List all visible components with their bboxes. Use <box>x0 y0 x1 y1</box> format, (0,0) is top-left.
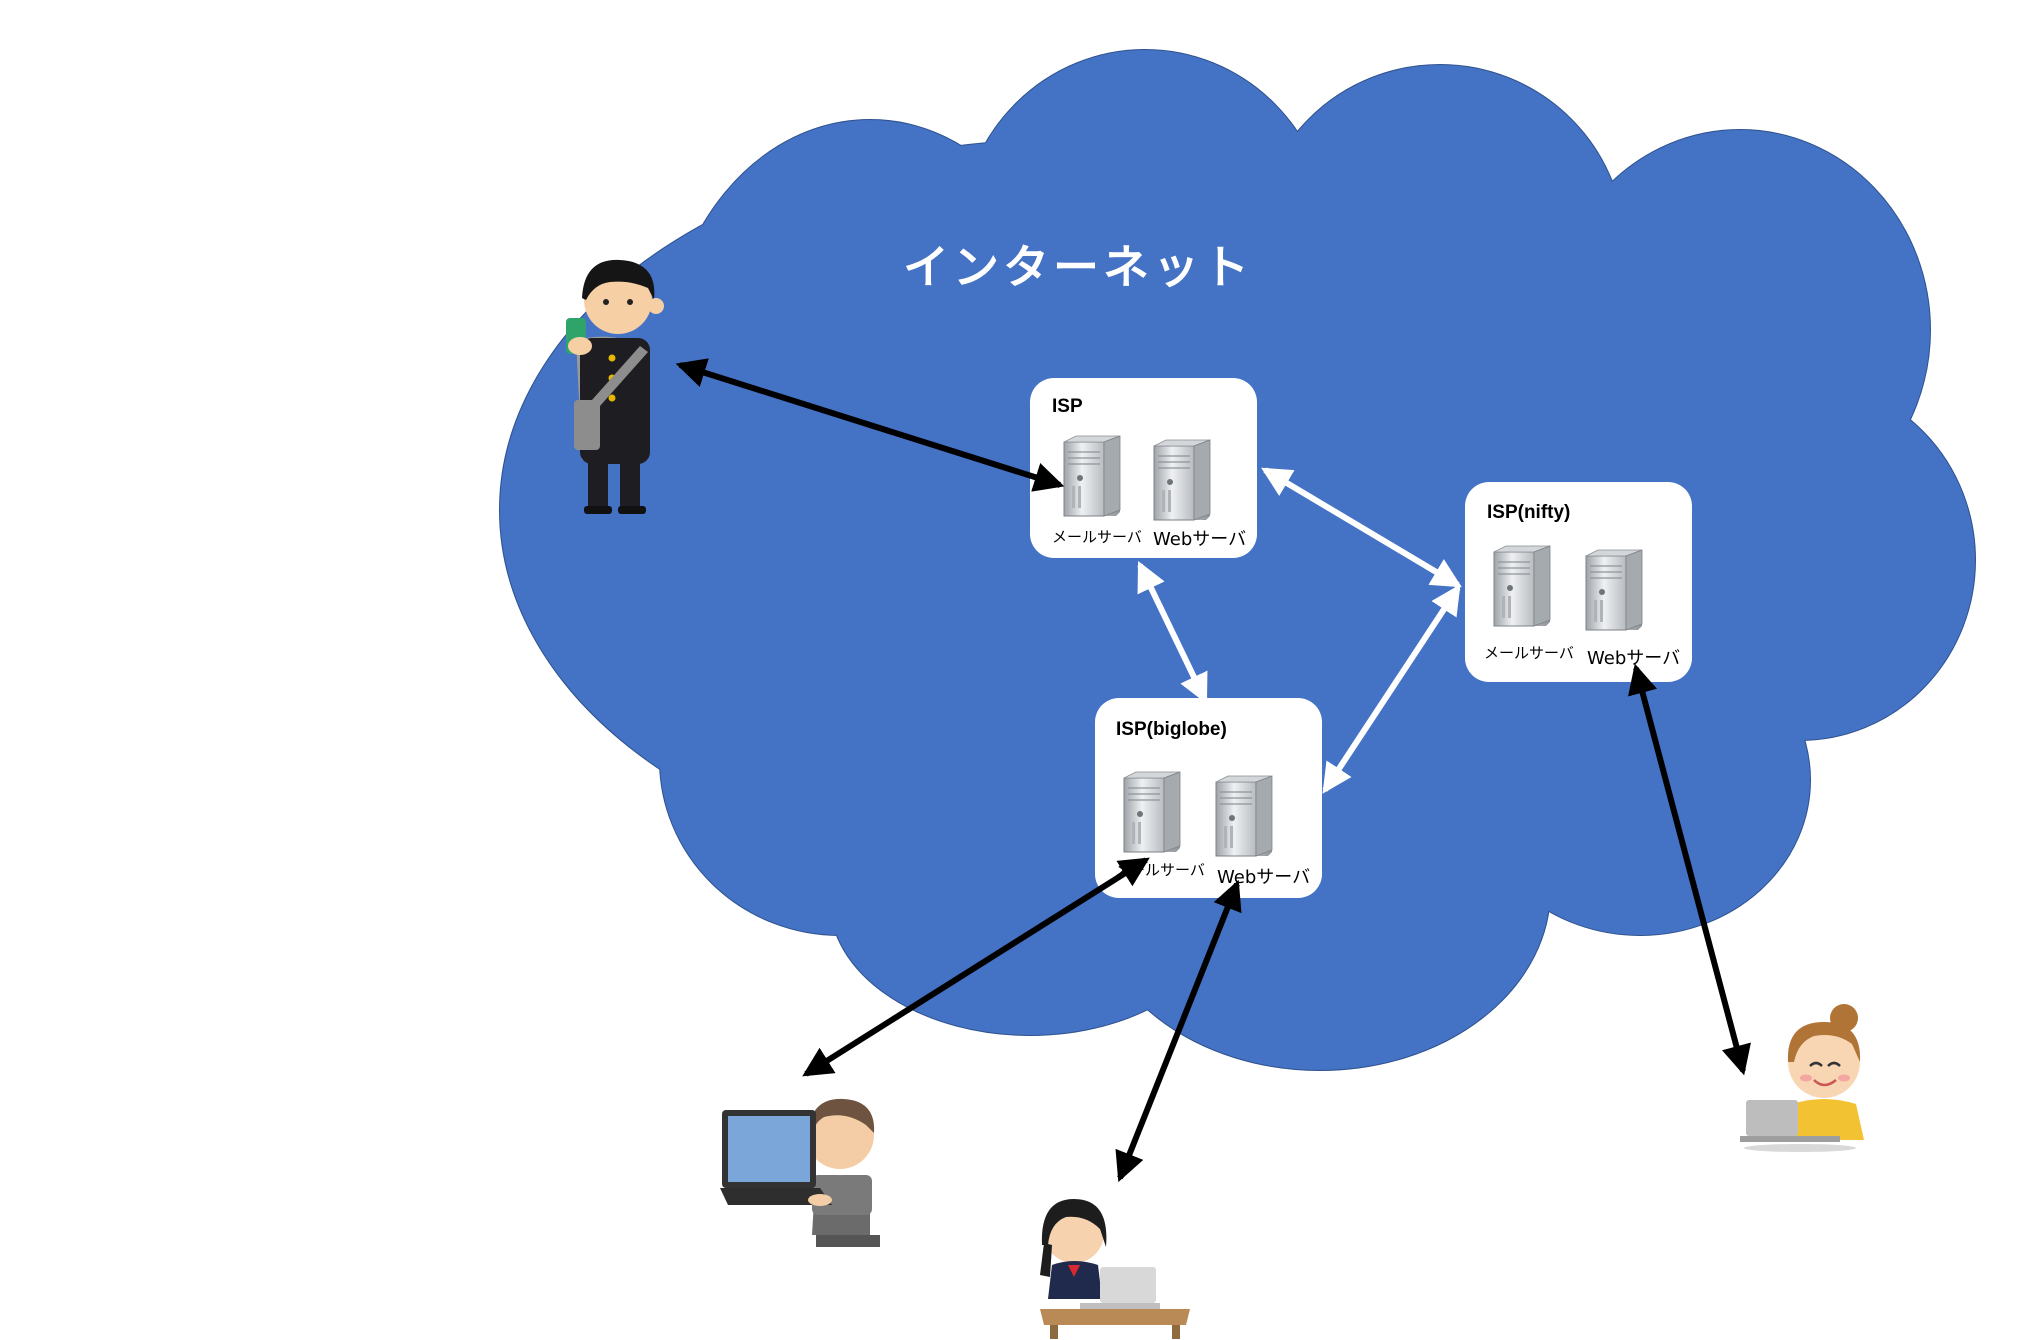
man-laptop-icon <box>720 1098 880 1247</box>
mail-server-icon <box>1123 771 1181 853</box>
mail-server-label: メールサーバ <box>1484 644 1574 662</box>
web-server-icon <box>1585 549 1643 631</box>
link-student-isp-mail <box>675 358 1065 492</box>
link-biglobe-nifty <box>1322 584 1461 794</box>
isp-title: ISP <box>1052 396 1083 417</box>
link-isp-nifty <box>1261 467 1462 588</box>
isp-box <box>1465 482 1692 682</box>
cloud-title: インターネット <box>903 240 1253 294</box>
link-girl-biglobe-web <box>1115 879 1242 1183</box>
web-server-icon <box>1153 439 1211 521</box>
mail-server-icon <box>1493 545 1551 627</box>
isp-node-nifty: ISP(nifty) メールサーバ Webサーバ <box>1465 482 1692 682</box>
cloud-shape <box>499 49 1976 1071</box>
schoolgirl-laptop-icon <box>1040 1199 1190 1339</box>
isp-node-isp: ISP メールサーバ Webサーバ <box>1030 378 1257 558</box>
isp-title: ISP(nifty) <box>1487 502 1570 523</box>
web-server-label: Webサーバ <box>1153 529 1246 550</box>
woman-laptop-icon <box>1740 1004 1864 1152</box>
mail-server-icon <box>1063 435 1121 517</box>
link-isp-biglobe <box>1137 560 1208 705</box>
web-server-icon <box>1215 775 1273 857</box>
web-server-label: Webサーバ <box>1587 648 1680 669</box>
web-server-label: Webサーバ <box>1217 867 1310 888</box>
student-smartphone-icon <box>566 259 664 514</box>
isp-title: ISP(biglobe) <box>1116 719 1227 740</box>
mail-server-label: メールサーバ <box>1052 528 1142 546</box>
internet-cloud: インターネット <box>499 49 1976 1071</box>
user-links <box>675 358 1751 1183</box>
isp-links <box>1137 467 1462 794</box>
isp-node-biglobe: ISP(biglobe) メールサーバ Webサーバ <box>1095 698 1322 898</box>
cloud-fill-layer <box>500 50 1975 1070</box>
link-man-biglobe-mail <box>802 857 1150 1077</box>
link-woman-nifty-web <box>1628 663 1751 1076</box>
